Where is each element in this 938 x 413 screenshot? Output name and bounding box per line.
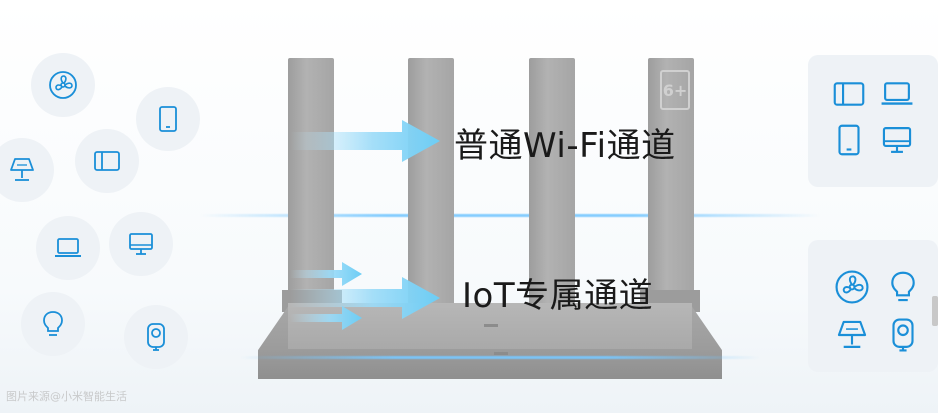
antenna-4 xyxy=(648,58,694,316)
watermark: 图片来源@小米智能生活 xyxy=(6,390,127,403)
lamp-icon xyxy=(833,316,871,354)
tablet-bubble xyxy=(136,87,200,151)
camera-icon xyxy=(884,316,922,354)
laptop-icon xyxy=(878,75,916,113)
iot-channel-label: IoT专属通道 xyxy=(462,276,654,316)
laptop-bubble xyxy=(36,216,100,280)
monitor-icon xyxy=(878,121,916,159)
laptop-icon xyxy=(52,232,84,264)
signal-line-bottom xyxy=(240,356,760,359)
iot-arrow-small-1 xyxy=(290,262,362,286)
fan-icon xyxy=(833,268,871,306)
scrollbar[interactable] xyxy=(932,296,938,326)
antenna-2 xyxy=(408,58,454,316)
fan-bubble xyxy=(31,53,95,117)
lamp-icon xyxy=(6,154,38,186)
antenna-3 xyxy=(529,58,575,316)
iot-arrow-small-2 xyxy=(290,306,362,330)
normal-channel-arrow xyxy=(290,120,440,162)
tablet-icon xyxy=(152,103,184,135)
camera-icon xyxy=(140,321,172,353)
tablet-landscape-icon xyxy=(91,145,123,177)
tablet-icon xyxy=(830,121,868,159)
bulb-icon xyxy=(37,308,69,340)
tablet-landscape-bubble xyxy=(75,129,139,193)
iot-channel-arrow xyxy=(290,277,440,319)
right-panel-devices xyxy=(808,55,938,187)
camera-bubble xyxy=(124,305,188,369)
lamp-bubble xyxy=(0,138,54,202)
tablet-landscape-icon xyxy=(830,75,868,113)
bulb-icon xyxy=(884,268,922,306)
bulb-bubble xyxy=(21,292,85,356)
wifi6-badge: 6+ xyxy=(660,70,690,110)
monitor-icon xyxy=(125,228,157,260)
monitor-bubble xyxy=(109,212,173,276)
signal-line-top xyxy=(200,214,820,217)
status-led xyxy=(494,352,508,355)
right-panel-iot xyxy=(808,240,938,372)
fan-icon xyxy=(47,69,79,101)
normal-channel-label: 普通Wi-Fi通道 xyxy=(454,126,676,166)
status-led xyxy=(484,324,498,327)
